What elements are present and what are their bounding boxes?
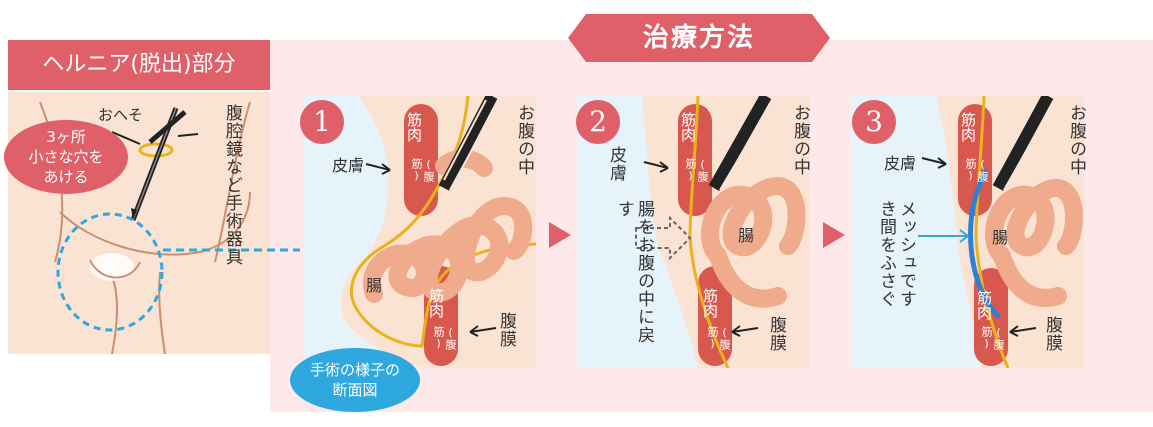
panel-2-illustration <box>578 96 810 368</box>
panel-3-intestine-label: 腸 <box>992 228 1009 247</box>
panel-3-peritoneum-label: 腹膜 <box>1042 316 1062 352</box>
panel-1-skin-label: 皮膚 <box>332 156 365 175</box>
panel-3-note: メッシュですき間をふさぐ <box>876 200 916 308</box>
panel-2-muscle-label: 筋肉 <box>679 112 697 142</box>
badge-line-1: 3ヶ所 <box>46 128 86 146</box>
panel-1-intestine-label: 腸 <box>366 276 383 295</box>
cross-section-note: 手術の様子の 断面図 <box>290 348 420 412</box>
incision-badge: 3ヶ所 小さな穴を あける <box>4 120 128 194</box>
panel-2-muscle-sub: (腹筋) <box>684 158 709 182</box>
instrument-label: 腹腔鏡など手術器具 <box>222 104 242 266</box>
panel-1-inside-label: お腹の中 <box>514 104 534 176</box>
panel-1-muscle2-sub: (腹筋) <box>432 326 457 350</box>
step-number-1: 1 <box>300 100 344 144</box>
panel-2-peritoneum-label: 腹膜 <box>766 316 786 352</box>
panel-2-inside-label: お腹の中 <box>790 104 810 176</box>
page-title: 治療方法 <box>642 23 755 53</box>
badge-line-3: あける <box>43 168 89 186</box>
panel-3-muscle2-label: 筋肉 <box>975 290 993 320</box>
panel-3-illustration <box>852 96 1084 368</box>
panel-1-muscle-label: 筋肉 <box>405 112 423 142</box>
title-banner <box>568 14 830 62</box>
panel-1-muscle-sub: (腹筋) <box>410 158 435 182</box>
panel-1-illustration <box>304 96 536 368</box>
step-number-3: 3 <box>852 100 896 144</box>
step-arrow-2 <box>823 222 845 248</box>
navel-label: おへそ <box>98 106 144 124</box>
panel-2-muscle2-label: 筋肉 <box>701 288 719 318</box>
section-note-line-2: 断面図 <box>332 381 378 399</box>
step-number-2: 2 <box>576 100 620 144</box>
push-back-arrow <box>635 215 692 261</box>
panel-3-muscle2-sub: (腹筋) <box>980 326 1005 350</box>
step-arrow-1 <box>549 222 571 248</box>
panel-2-note: 腸をお腹の中に戻す <box>614 200 654 344</box>
panel-3-muscle-sub: (腹筋) <box>964 158 989 182</box>
panel-1-peritoneum-label: 腹膜 <box>496 312 516 348</box>
hernia-section-label: ヘルニア(脱出)部分 <box>8 40 270 90</box>
panel-3-skin-label: 皮膚 <box>884 154 917 173</box>
panel-1-muscle2-label: 筋肉 <box>427 288 445 318</box>
section-note-line-1: 手術の様子の <box>309 361 400 379</box>
panel-2-intestine-label: 腸 <box>738 226 755 245</box>
hernia-highlight-circle <box>56 212 164 332</box>
mesh-line <box>968 169 1001 319</box>
badge-line-2: 小さな穴を <box>28 148 104 166</box>
panel-2-muscle2-sub: (腹筋) <box>706 326 731 350</box>
panel-3-muscle-label: 筋肉 <box>959 112 977 142</box>
panel-3-inside-label: お腹の中 <box>1066 104 1086 176</box>
panel-2-skin-label: 皮膚 <box>606 146 626 182</box>
